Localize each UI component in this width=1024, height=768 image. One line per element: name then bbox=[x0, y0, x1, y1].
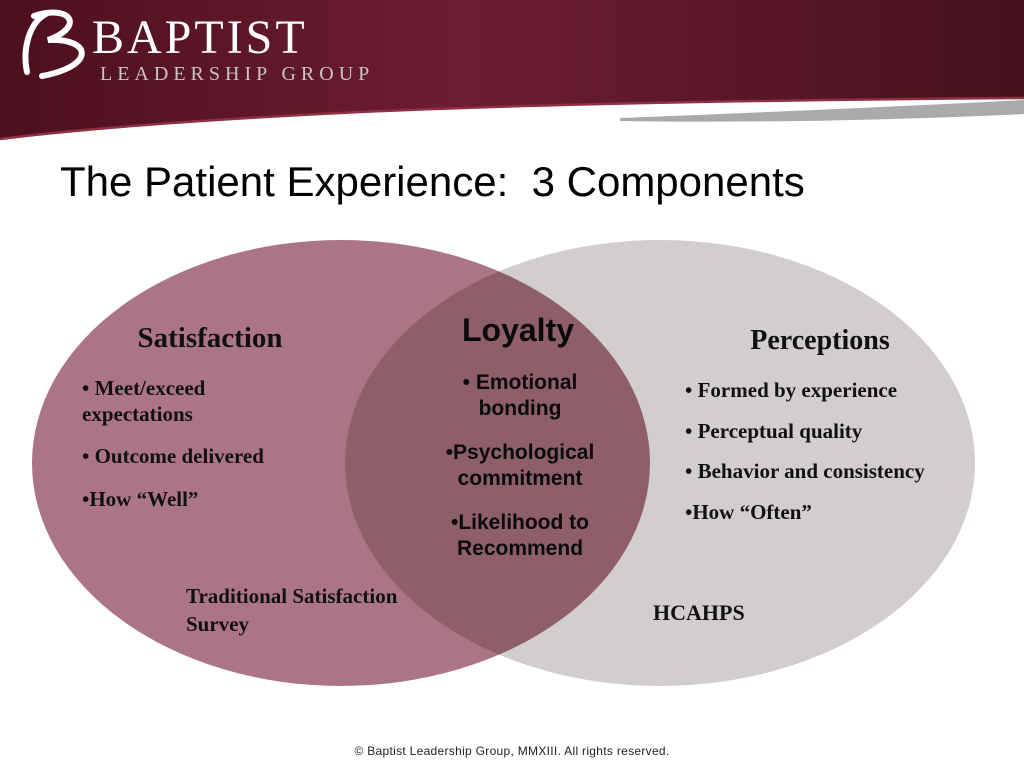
loyalty-bullets: • Emotional bonding •Psychological commi… bbox=[428, 370, 612, 581]
satisfaction-bullet: •How “Well” bbox=[82, 486, 199, 511]
brand-subtitle: LEADERSHIP GROUP bbox=[100, 63, 375, 85]
baptist-logo-mark bbox=[22, 9, 85, 79]
banner-swoosh bbox=[0, 91, 1024, 139]
satisfaction-heading: Satisfaction bbox=[137, 322, 283, 354]
banner-band bbox=[0, 0, 1024, 92]
satisfaction-bullet: • Outcome delivered bbox=[82, 444, 264, 469]
perceptions-bullet: • Perceptual quality bbox=[685, 418, 863, 443]
copyright-footer: © Baptist Leadership Group, MMXIII. All … bbox=[354, 744, 670, 758]
slide-title: The Patient Experience: 3 Components bbox=[60, 158, 805, 205]
loyalty-bullet: • Emotional bonding bbox=[462, 371, 578, 420]
perceptions-bullets: • Formed by experience • Perceptual qual… bbox=[685, 378, 925, 540]
perceptions-bullet: • Behavior and consistency bbox=[685, 459, 925, 484]
header-banner: BAPTIST LEADERSHIP GROUP bbox=[0, 0, 1024, 145]
satisfaction-caption: Traditional Satisfaction Survey bbox=[186, 584, 398, 637]
loyalty-bullet: •Psychological commitment bbox=[445, 441, 595, 490]
banner-accent-line bbox=[0, 96, 1024, 141]
perceptions-bullet: • Formed by experience bbox=[685, 378, 898, 402]
banner-gray-wedge bbox=[620, 100, 1024, 122]
banner-graphic bbox=[0, 0, 1024, 141]
loyalty-heading: Loyalty bbox=[461, 312, 575, 348]
perceptions-caption: HCAHPS bbox=[653, 600, 745, 625]
perceptions-bullet: •How “Often” bbox=[685, 499, 812, 524]
perceptions-heading: Perceptions bbox=[750, 325, 890, 356]
satisfaction-bullet: • Meet/exceed expectations bbox=[82, 376, 206, 426]
venn-ellipse-perceptions bbox=[345, 240, 975, 686]
brand-name: BAPTIST bbox=[92, 11, 308, 64]
satisfaction-bullets: • Meet/exceed expectations • Outcome del… bbox=[82, 376, 300, 529]
loyalty-bullet: •Likelihood to Recommend bbox=[450, 511, 589, 561]
